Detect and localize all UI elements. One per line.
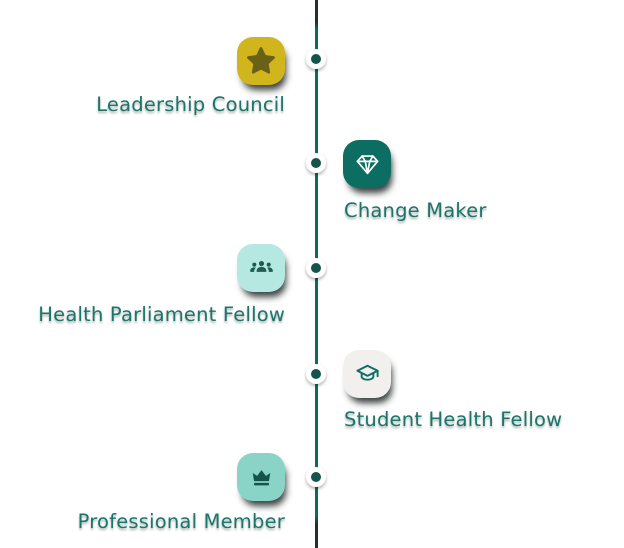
timeline-item-label: Health Parliament Fellow <box>38 303 285 326</box>
group-icon <box>249 260 273 272</box>
timeline-item-label: Student Health Fellow <box>344 408 563 431</box>
timeline-item-label: Professional Member <box>77 510 285 533</box>
professional-member-tile <box>237 453 285 501</box>
timeline-line <box>315 0 318 548</box>
graduation-cap-icon <box>355 364 379 381</box>
leadership-council-tile <box>237 37 285 85</box>
crown-icon <box>252 469 270 485</box>
change-maker-tile <box>343 140 391 188</box>
timeline-item-label: Leadership Council <box>96 93 285 116</box>
gem-icon <box>356 154 378 174</box>
student-health-fellow-tile <box>343 350 391 398</box>
star-icon <box>246 46 276 74</box>
health-parliament-fellow-tile <box>237 244 285 292</box>
timeline-item-label: Change Maker <box>344 199 487 222</box>
